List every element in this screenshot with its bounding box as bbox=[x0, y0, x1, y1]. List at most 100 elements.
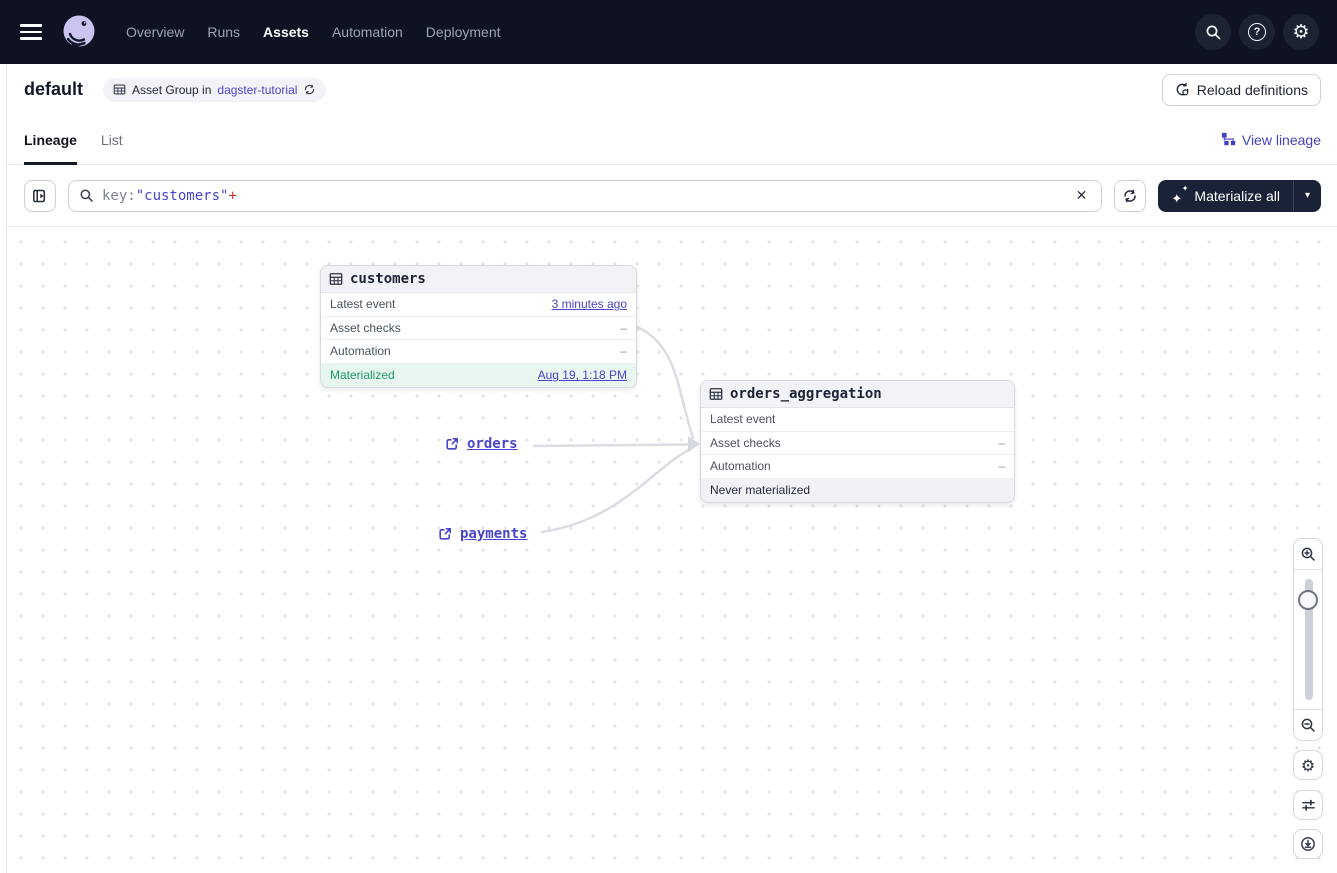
sliders-icon bbox=[1301, 799, 1315, 811]
page-header: default Asset Group in dagster-tutorial bbox=[7, 64, 1337, 115]
external-link-icon bbox=[439, 528, 451, 540]
zoom-out-button[interactable] bbox=[1294, 710, 1322, 740]
zoom-slider-track[interactable] bbox=[1305, 579, 1313, 700]
clear-search-button[interactable]: ✕ bbox=[1072, 185, 1092, 206]
nav-item-runs[interactable]: Runs bbox=[207, 24, 241, 40]
never-materialized-status: Never materialized bbox=[710, 483, 811, 498]
asset-group-badge: Asset Group in dagster-tutorial bbox=[103, 77, 327, 102]
row-value: – bbox=[998, 435, 1005, 450]
asset-node-header[interactable]: orders_aggregation bbox=[701, 381, 1014, 408]
materialized-status: Materialized bbox=[330, 368, 395, 383]
external-asset-orders[interactable]: orders bbox=[445, 436, 518, 452]
refresh-graph-button[interactable] bbox=[1114, 179, 1147, 212]
open-side-panel-button[interactable] bbox=[24, 179, 56, 212]
zoom-control-panel bbox=[1293, 538, 1323, 741]
row-label: Latest event bbox=[330, 297, 396, 312]
zoom-slider-thumb[interactable] bbox=[1298, 590, 1318, 610]
code-location-link[interactable]: dagster-tutorial bbox=[217, 82, 298, 97]
external-asset-payments[interactable]: payments bbox=[438, 526, 527, 542]
lineage-edges bbox=[532, 325, 700, 534]
materialized-timestamp-link[interactable]: Aug 19, 1:18 PM bbox=[537, 368, 627, 383]
user-settings-button[interactable]: ⚙ bbox=[1283, 14, 1319, 50]
page-title: default bbox=[24, 79, 84, 99]
asset-name: customers bbox=[350, 271, 426, 287]
search-term: "customers" bbox=[135, 187, 229, 204]
reload-icon bbox=[1176, 82, 1189, 96]
lineage-icon bbox=[1221, 132, 1236, 146]
reload-definitions-button[interactable]: Reload definitions bbox=[1161, 73, 1321, 106]
download-icon bbox=[1301, 837, 1315, 851]
asset-node-header[interactable]: customers bbox=[321, 266, 636, 293]
row-label: Asset checks bbox=[330, 320, 401, 335]
zoom-slider[interactable] bbox=[1294, 570, 1322, 709]
zoom-out-icon bbox=[1301, 718, 1315, 732]
search-key-prefix: key: bbox=[102, 187, 136, 204]
materialize-options-dropdown[interactable]: ▾ bbox=[1294, 180, 1321, 212]
row-label: Latest event bbox=[710, 412, 776, 427]
divider bbox=[1294, 569, 1322, 570]
asset-node-customers[interactable]: customers Latest event 3 minutes ago Ass… bbox=[320, 265, 637, 388]
row-label: Asset checks bbox=[710, 435, 781, 450]
top-nav: Overview Runs Assets Automation Deployme… bbox=[0, 0, 1337, 64]
tab-lineage[interactable]: Lineage bbox=[24, 115, 77, 165]
search-button[interactable] bbox=[1195, 14, 1231, 50]
view-lineage-label: View lineage bbox=[1241, 131, 1321, 148]
sparkle-icon: ✦ ✦ bbox=[1171, 183, 1189, 206]
asset-row-never-materialized: Never materialized bbox=[701, 478, 1014, 502]
asset-row-automation: Automation – bbox=[321, 340, 636, 364]
download-graph-button[interactable] bbox=[1293, 829, 1323, 859]
chevron-down-icon: ▾ bbox=[1304, 190, 1311, 201]
panel-expand-icon bbox=[33, 189, 46, 202]
nav-item-deployment[interactable]: Deployment bbox=[425, 24, 501, 40]
reload-definitions-label: Reload definitions bbox=[1196, 81, 1308, 98]
graph-filters-button[interactable] bbox=[1293, 790, 1323, 820]
tabs-row: Lineage List View lineage bbox=[7, 115, 1337, 165]
table-icon bbox=[329, 272, 343, 286]
hamburger-menu-icon[interactable] bbox=[20, 19, 46, 45]
graph-toolbar: key:"customers"+ ✕ ✦ ✦ Materialize all ▾ bbox=[7, 165, 1337, 227]
external-asset-label: payments bbox=[460, 526, 528, 542]
nav-actions: ? ⚙ bbox=[1195, 14, 1319, 50]
search-icon bbox=[1206, 25, 1220, 39]
refresh-icon[interactable] bbox=[303, 83, 316, 96]
row-value: – bbox=[998, 459, 1005, 474]
materialize-all-button[interactable]: ✦ ✦ Materialize all bbox=[1158, 180, 1293, 212]
external-asset-label: orders bbox=[467, 436, 518, 452]
badge-text: Asset Group in bbox=[132, 82, 212, 97]
tab-list[interactable]: List bbox=[100, 131, 123, 148]
primary-nav: Overview Runs Assets Automation Deployme… bbox=[124, 18, 503, 46]
nav-item-automation[interactable]: Automation bbox=[331, 24, 403, 40]
asset-node-orders-aggregation[interactable]: orders_aggregation Latest event Asset ch… bbox=[700, 380, 1015, 503]
gear-icon: ⚙ bbox=[1300, 755, 1316, 775]
zoom-in-button[interactable] bbox=[1294, 539, 1322, 569]
row-label: Automation bbox=[330, 344, 391, 359]
latest-event-link[interactable]: 3 minutes ago bbox=[551, 297, 627, 312]
graph-settings-button[interactable]: ⚙ bbox=[1293, 750, 1323, 780]
row-value: – bbox=[620, 320, 627, 335]
asset-row-asset-checks: Asset checks – bbox=[701, 432, 1014, 455]
materialize-all-label: Materialize all bbox=[1194, 187, 1280, 204]
zoom-in-icon bbox=[1301, 547, 1315, 561]
asset-name: orders_aggregation bbox=[730, 386, 882, 402]
search-query-text[interactable]: key:"customers"+ bbox=[102, 188, 1064, 204]
asset-row-latest-event: Latest event 3 minutes ago bbox=[321, 293, 636, 317]
edge-arrowhead bbox=[688, 436, 700, 452]
external-link-icon bbox=[446, 438, 458, 450]
asset-search-input[interactable]: key:"customers"+ ✕ bbox=[68, 179, 1103, 212]
refresh-icon bbox=[1124, 189, 1137, 202]
view-lineage-link[interactable]: View lineage bbox=[1221, 132, 1321, 148]
lineage-canvas[interactable]: customers Latest event 3 minutes ago Ass… bbox=[7, 227, 1337, 873]
help-button[interactable]: ? bbox=[1239, 14, 1275, 50]
nav-item-assets[interactable]: Assets bbox=[263, 24, 309, 40]
button-divider bbox=[1293, 179, 1294, 212]
search-icon bbox=[80, 189, 93, 202]
asset-row-latest-event: Latest event bbox=[701, 408, 1014, 432]
row-label: Automation bbox=[710, 459, 771, 474]
dagster-logo-icon[interactable] bbox=[60, 13, 98, 51]
gear-icon: ⚙ bbox=[1292, 20, 1310, 43]
divider bbox=[1294, 709, 1322, 710]
nav-item-overview[interactable]: Overview bbox=[126, 24, 185, 40]
collapsed-panel-divider bbox=[6, 64, 7, 873]
asset-row-materialized: Materialized Aug 19, 1:18 PM bbox=[321, 363, 636, 387]
